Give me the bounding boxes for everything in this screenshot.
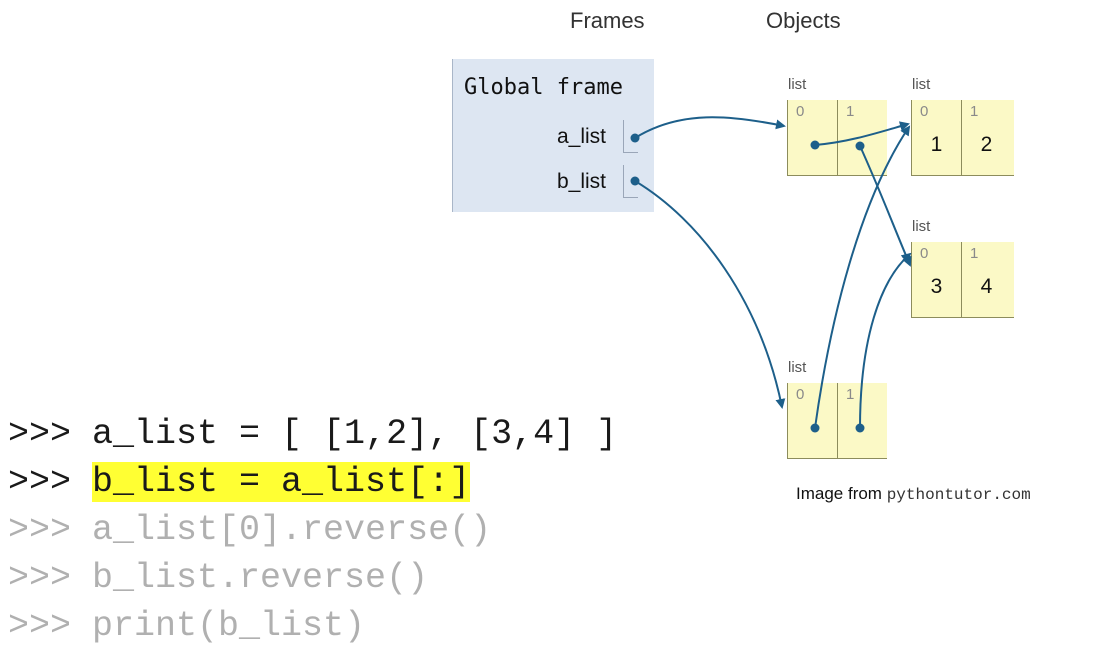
code-prompt: >>> [8,414,93,454]
list-cell: 0 [787,383,837,458]
frames-header: Frames [570,8,645,33]
code-text: a_list[0].reverse() [92,510,492,550]
list-object-b: 0 1 [787,383,887,459]
var-slot-b-list [623,165,638,198]
object-label-list-12: list [912,76,931,93]
list-object-12: 0 1 1 2 [911,100,1014,176]
arrow-list-b-1-to-list-34 [859,252,912,429]
code-text: print(b_list) [92,606,366,646]
var-name-b-list: b_list [556,170,606,193]
cell-index: 0 [920,103,929,120]
frame-title: Global frame [464,75,623,100]
cell-value: 4 [980,275,993,298]
var-name-a-list: a_list [556,125,606,148]
cell-value: 2 [980,133,993,156]
code-line-3: >>> a_list[0].reverse() [8,506,491,554]
object-label-list-a: list [788,76,807,93]
code-line-2: >>> b_list = a_list[:] [8,458,471,506]
code-line-1: >>> a_list = [ [1,2], [3,4] ] [8,410,617,458]
code-line-5: >>> print(b_list) [8,602,365,650]
list-cell: 0 [787,100,837,175]
objects-header: Objects [766,8,841,33]
cell-index: 0 [796,103,805,120]
cell-index: 1 [846,103,855,120]
cell-value: 1 [930,133,943,156]
code-line-4: >>> b_list.reverse() [8,554,428,602]
pointer-dot-a-list [630,133,640,143]
arrow-b-list-to-list-b [634,180,786,409]
code-prompt: >>> [8,510,93,550]
list-cell: 0 1 [911,100,961,175]
list-cell: 1 2 [961,100,1011,175]
credit-source: pythontutor.com [886,486,1031,504]
cell-value: 3 [930,275,943,298]
code-prompt: >>> [8,462,93,502]
arrow-list-b-0-to-list-12 [814,125,911,429]
code-text: a_list = [ [1,2], [3,4] ] [92,414,618,454]
var-slot-a-list [623,120,638,153]
arrow-list-a-0-to-list-12 [814,121,910,146]
pointer-dot-list-b-0 [810,423,820,433]
object-label-list-b: list [788,359,807,376]
arrow-list-a-1-to-list-34 [859,145,912,267]
object-label-list-34: list [912,218,931,235]
cell-index: 1 [846,386,855,403]
global-frame: Global frame a_list b_list [452,59,654,212]
cell-index: 1 [970,245,979,262]
pointer-dot-list-a-0 [810,140,820,150]
image-credit: Image from pythontutor.com [796,484,1031,504]
list-cell: 1 [837,100,887,175]
cell-index: 0 [796,386,805,403]
pointer-dot-list-b-1 [855,423,865,433]
code-text: b_list.reverse() [92,558,429,598]
code-prompt: >>> [8,606,93,646]
cell-index: 1 [970,103,979,120]
list-cell: 1 4 [961,242,1011,317]
pointer-dot-list-a-1 [855,141,865,151]
pointer-dot-b-list [630,176,640,186]
code-prompt: >>> [8,558,93,598]
code-text-highlighted: b_list = a_list[:] [92,462,471,502]
list-object-a: 0 1 [787,100,887,176]
credit-text: Image from [796,484,887,503]
arrow-a-list-to-list-a [634,116,786,139]
list-cell: 1 [837,383,887,458]
cell-index: 0 [920,245,929,262]
list-cell: 0 3 [911,242,961,317]
list-object-34: 0 3 1 4 [911,242,1014,318]
